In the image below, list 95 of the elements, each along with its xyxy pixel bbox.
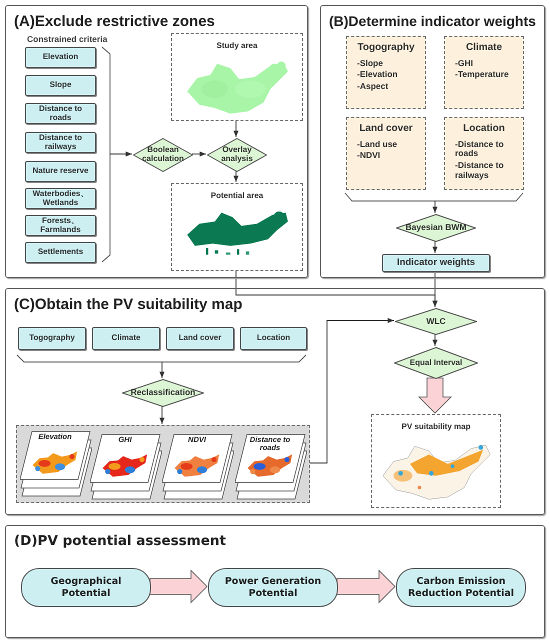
process-box (25, 75, 96, 96)
diamond-label: Reclassification (130, 388, 196, 398)
list-item: -Distance to railways (454, 161, 505, 181)
card-title: Climate (464, 42, 504, 54)
arrow (308, 318, 394, 464)
panel-title: (B)Determine indicator weights (329, 13, 536, 30)
list-item: -Elevation (356, 70, 399, 80)
arrow (159, 362, 165, 378)
diamond-label: WLC (425, 316, 447, 326)
arrow (432, 240, 438, 254)
block-arrow (418, 378, 452, 414)
card-title: Togography (356, 42, 416, 54)
arrow (432, 334, 438, 346)
box-label: Waterbodies、Wetlands (32, 190, 90, 208)
frame-title: Potential area (210, 190, 264, 202)
box-label: Settlements (36, 248, 84, 257)
box-label: Distance to roads (38, 104, 84, 122)
map-layer-stack (90, 434, 162, 500)
process-pill (21, 568, 151, 607)
box-label: Nature reserve (31, 167, 90, 176)
map-layer-stack (162, 434, 234, 500)
process-box (382, 254, 490, 272)
box-label: Climate (110, 334, 142, 343)
list-item: -Distance to roads (454, 140, 505, 160)
process-box (25, 242, 96, 263)
list-item: -Slope (356, 58, 384, 68)
arrow (236, 270, 438, 308)
card-title: Land cover (358, 123, 414, 134)
map-frame (171, 33, 303, 121)
arrow (233, 170, 239, 182)
process-box (166, 327, 234, 350)
criteria-card (444, 117, 524, 190)
box-label: Distance to railways (38, 134, 84, 152)
criteria-card (346, 36, 426, 109)
map-frame (171, 183, 303, 271)
arrow (159, 406, 165, 424)
list-item: -Aspect (356, 82, 390, 92)
process-pill (208, 568, 338, 607)
process-box (25, 47, 96, 68)
card-title: Location (462, 123, 506, 134)
frame-title: Study area (216, 40, 258, 52)
arrow (192, 151, 206, 157)
list-item: -NDVI (356, 151, 382, 162)
box-label: Forests、Farmlands (39, 216, 82, 234)
process-box (92, 327, 160, 350)
box-label: Location (256, 334, 292, 343)
map-layer-stack (20, 431, 92, 499)
process-box (25, 132, 96, 153)
diamond-label: Equal Interval (408, 358, 464, 368)
diamond-label: Bayesian BWM (404, 223, 468, 233)
panel (5, 288, 545, 515)
arrow (233, 120, 239, 138)
panel-title: (D)PV potential assessment (14, 533, 226, 550)
decision-diamond (122, 379, 204, 407)
box-label: Togography (28, 334, 76, 343)
decision-diamond (207, 138, 267, 172)
block-arrow (336, 570, 396, 604)
process-pill (396, 568, 526, 607)
arrow (110, 151, 132, 157)
panel-title: (C)Obtain the PV suitability map (14, 296, 242, 315)
diamond-label: Boolean calculation (141, 146, 185, 164)
box-label: Land cover (178, 334, 222, 343)
panel (5, 525, 545, 638)
box-label: Elevation (42, 53, 80, 62)
block-arrow (150, 570, 208, 604)
arrow (432, 200, 438, 214)
box-label: Indicator weights (396, 258, 476, 268)
decision-diamond (394, 347, 478, 379)
decision-diamond (133, 138, 193, 172)
column-heading: Constrained criteria (27, 33, 108, 46)
process-box (18, 327, 86, 350)
process-box (25, 103, 96, 124)
box-label: Slope (48, 81, 72, 90)
process-box (240, 327, 307, 350)
criteria-card (444, 36, 524, 109)
map-frame (371, 414, 501, 508)
decision-diamond (395, 308, 477, 335)
diamond-label: Overlay analysis (220, 146, 254, 164)
layer-panel (16, 425, 310, 503)
decision-diamond (396, 214, 476, 242)
box-label: Carbon Emission Reduction Potential (406, 576, 516, 599)
process-box (25, 188, 96, 209)
process-box (25, 161, 96, 182)
box-label: Geographical Potential (50, 576, 122, 599)
criteria-card (346, 117, 426, 190)
frame-title: PV suitability map (402, 421, 470, 433)
list-item: -Land use (356, 140, 398, 150)
panel (320, 5, 545, 278)
panel-title: (A)Exclude restrictive zones (14, 13, 215, 32)
panel (5, 5, 308, 278)
list-item: -GHI (454, 58, 474, 68)
box-label: Power Generation Potential (224, 576, 322, 599)
process-box (25, 215, 96, 236)
list-item: -Temperature (454, 70, 510, 80)
map-layer-stack (235, 434, 307, 500)
